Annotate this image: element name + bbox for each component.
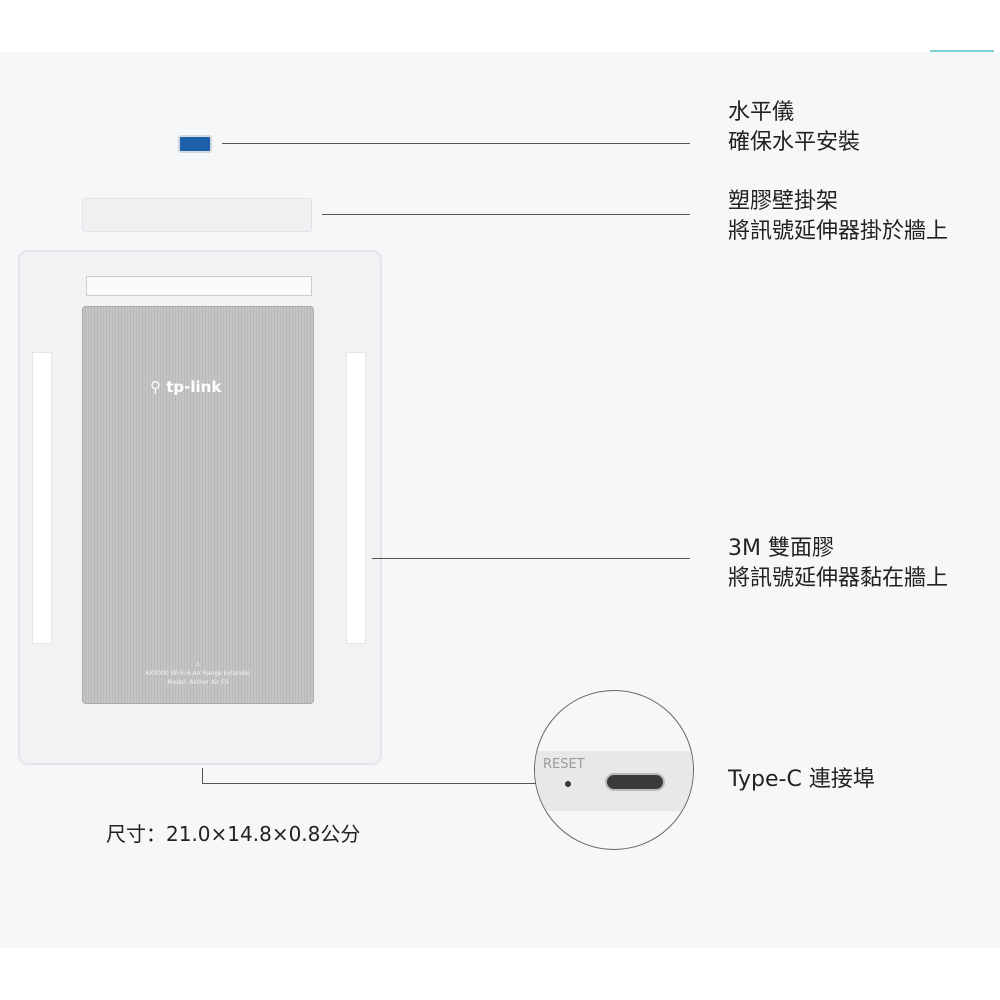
reset-label: RESET — [543, 757, 585, 772]
dimensions-text: 尺寸：21.0×14.8×0.8公分 — [106, 822, 361, 846]
callout-tape: 3M 雙面膠 將訊號延伸器黏在牆上 — [728, 534, 948, 594]
product-model: Model: Archer Air E5 — [167, 679, 229, 686]
product-label: ⚠ AX3000 Wi-Fi 6 Air Range Extender Mode… — [82, 660, 314, 687]
callout-title: 3M 雙面膠 — [728, 536, 834, 561]
callout-port: Type-C 連接埠 — [728, 765, 875, 795]
usb-c-port-icon — [605, 773, 665, 791]
accent-line — [930, 50, 994, 52]
callout-desc: 確保水平安裝 — [728, 130, 861, 155]
reset-hole — [565, 781, 571, 787]
brand-text: tp-link — [166, 378, 222, 396]
adhesive-strip-left — [32, 352, 52, 644]
callout-bracket: 塑膠壁掛架 將訊號延伸器掛於牆上 — [728, 187, 948, 247]
spirit-level-image — [178, 135, 212, 153]
mount-slot — [86, 276, 312, 296]
callout-title: Type-C 連接埠 — [728, 767, 875, 792]
callout-line-port-v — [202, 768, 203, 784]
callout-line-bracket — [322, 214, 690, 215]
fabric-panel — [82, 306, 314, 704]
warning-icon: ⚠ — [195, 661, 201, 668]
brand-logo: ⚲ tp-link — [150, 378, 221, 396]
product-name: AX3000 Wi-Fi 6 Air Range Extender — [145, 670, 251, 677]
callout-title: 水平儀 — [728, 100, 795, 125]
wall-bracket-image — [82, 198, 312, 232]
adhesive-strip-right — [346, 352, 366, 644]
callout-level: 水平儀 確保水平安裝 — [728, 98, 860, 158]
callout-line-tape — [372, 558, 690, 559]
callout-desc: 將訊號延伸器掛於牆上 — [728, 219, 949, 244]
port-detail-magnifier: RESET — [534, 690, 694, 850]
callout-line-level — [222, 143, 690, 144]
callout-title: 塑膠壁掛架 — [728, 189, 839, 214]
logo-icon: ⚲ — [150, 378, 167, 396]
callout-desc: 將訊號延伸器黏在牆上 — [728, 566, 949, 591]
callout-line-port — [202, 783, 536, 784]
